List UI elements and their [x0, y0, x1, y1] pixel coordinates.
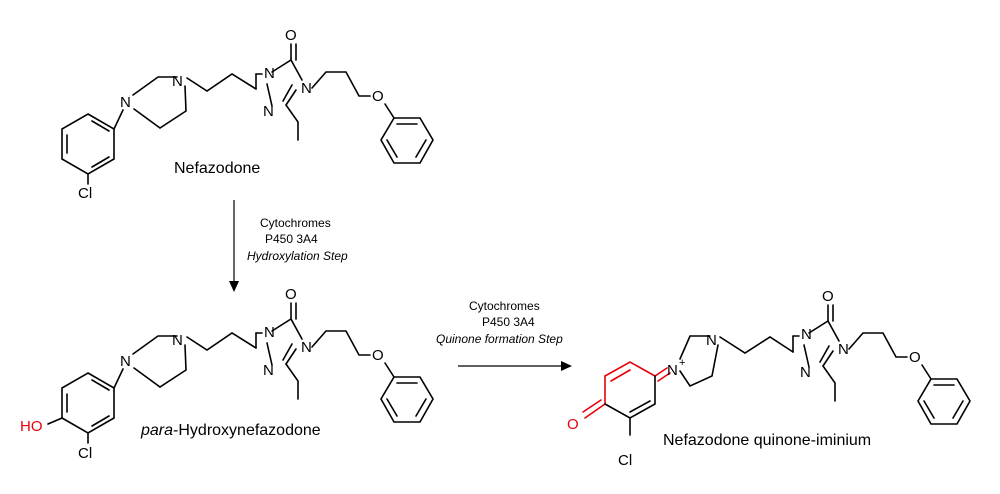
triazole-nitrogen-6: N	[301, 339, 312, 356]
step1-line2: P450 3A4	[265, 232, 318, 246]
quinone-formation-arrow	[458, 361, 572, 371]
positive-charge: +	[679, 357, 685, 369]
triazole-nitrogen-5: N	[263, 362, 274, 379]
iminium-nitrogen: N	[667, 362, 678, 379]
triazole-nitrogen-2: N	[263, 103, 274, 120]
step2-line2: P450 3A4	[482, 315, 535, 329]
step2-line3: Quinone formation Step	[436, 332, 563, 346]
triazole-nitrogen-9: N	[838, 341, 849, 358]
piperazine-nitrogen-2: N	[172, 73, 183, 90]
chlorine-atom-2: Cl	[78, 445, 92, 462]
chlorine-atom-3: Cl	[618, 452, 632, 469]
piperazine-ring	[132, 76, 187, 129]
carbonyl-oxygen: O	[285, 27, 297, 44]
triazole-nitrogen-1: N	[264, 65, 275, 82]
hydroxynefazodone-structure: HO Cl N N N N N O O	[20, 286, 434, 462]
quinone-iminium-label: Nefazodone quinone-iminium	[663, 432, 871, 449]
quinone-iminium-structure: O Cl N + N N N N O O	[567, 288, 971, 469]
hydroxychlorophenyl-ring	[47, 372, 115, 444]
step1-line3: Hydroxylation Step	[247, 249, 348, 263]
triazolone-ring	[266, 43, 303, 107]
step1-line1: Cytochromes	[260, 216, 331, 230]
chlorophenyl-ring	[61, 113, 115, 185]
carbonyl-oxygen-2: O	[285, 286, 297, 303]
triazole-nitrogen-7: N	[801, 326, 812, 343]
triazole-nitrogen-4: N	[264, 324, 275, 341]
triazole-nitrogen-8: N	[800, 364, 811, 381]
hydroxynefazodone-rest: -Hydroxynefazodone	[173, 422, 321, 439]
ether-oxygen-2: O	[372, 347, 384, 364]
hydroxylation-arrow	[229, 200, 239, 292]
hydroxynefazodone-label: para-Hydroxynefazodone	[140, 422, 321, 439]
piperazine-nitrogen-4: N	[172, 332, 183, 349]
nefazodone-structure: Cl N N N N N O O	[61, 27, 434, 202]
piperazine-nitrogen-1: N	[120, 94, 131, 111]
carbonyl-oxygen-3: O	[822, 288, 834, 305]
piperazine-nitrogen-5: N	[706, 332, 717, 349]
step2-line1: Cytochromes	[469, 299, 540, 313]
quinone-ring	[582, 361, 671, 419]
phenyl-ring	[380, 117, 434, 164]
piperazine-nitrogen-3: N	[120, 353, 131, 370]
quinone-oxygen: O	[567, 416, 579, 433]
ether-oxygen: O	[372, 88, 384, 105]
nefazodone-label: Nefazodone	[174, 160, 260, 177]
ether-oxygen-3: O	[909, 349, 921, 366]
hydroxyl-group: HO	[20, 418, 43, 435]
para-prefix: para	[140, 422, 173, 439]
triazole-nitrogen-3: N	[301, 80, 312, 97]
chlorine-atom: Cl	[78, 185, 92, 202]
